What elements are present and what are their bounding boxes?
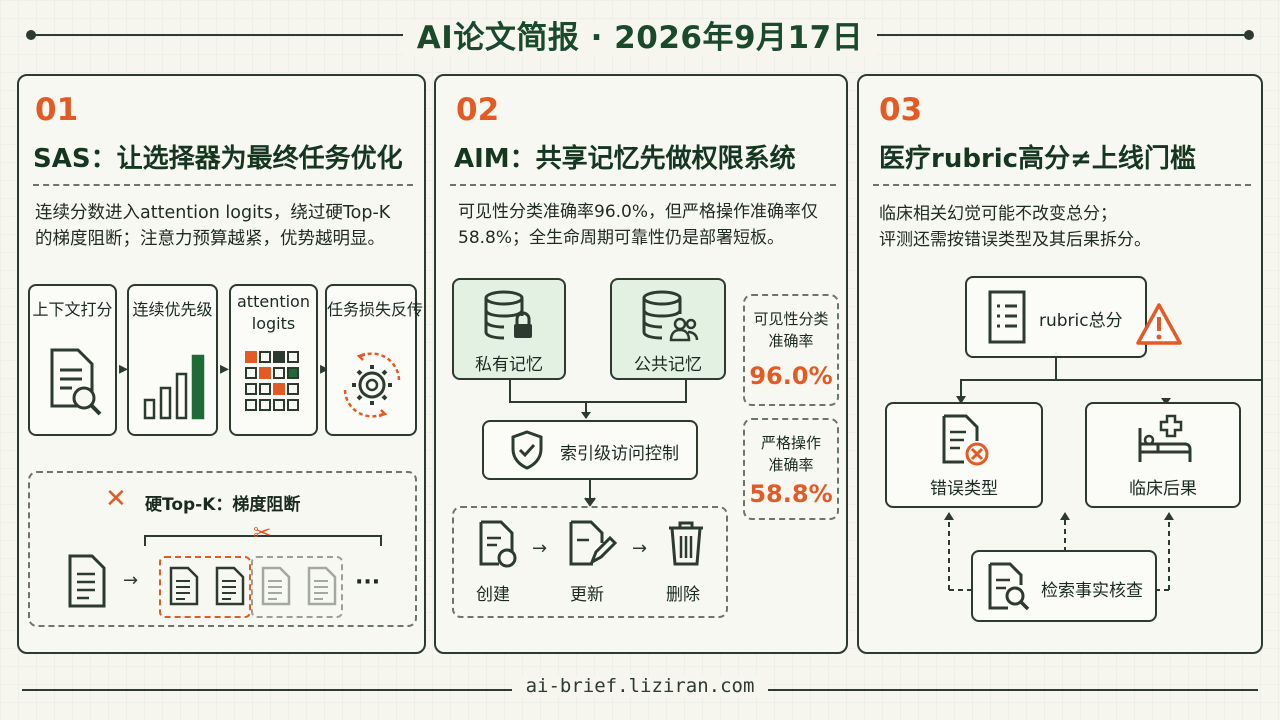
warning-icon xyxy=(1136,303,1182,345)
ellipsis: ··· xyxy=(355,570,381,595)
selected-doc-icon xyxy=(215,566,245,606)
selected-doc-icon xyxy=(169,566,199,606)
edit-doc-icon xyxy=(569,520,618,566)
step-task-loss-backprop: 任务损失反传 xyxy=(325,284,423,436)
rubric-total-box: rubric总分 xyxy=(965,276,1147,358)
svg-text:✂: ✂ xyxy=(253,521,271,546)
shield-check-icon xyxy=(511,430,543,470)
panel-title: AIM：共享记忆先做权限系统 xyxy=(454,144,796,174)
dropped-doc-icon xyxy=(307,566,337,606)
gear-cycle-icon xyxy=(343,352,401,418)
database-users-icon xyxy=(642,290,699,342)
public-memory-box: 公共记忆 xyxy=(610,278,726,380)
stat-strict-op-accuracy: 严格操作 准确率 58.8% xyxy=(743,418,839,520)
step-context-scoring: 上下文打分 xyxy=(28,284,117,436)
panel-number: 01 xyxy=(35,92,79,128)
hard-topk-label: 硬Top-K：梯度阻断 xyxy=(145,495,301,515)
lifecycle-box xyxy=(452,506,728,618)
index-access-control-box: 索引级访问控制 xyxy=(482,420,698,480)
private-memory-box: 私有记忆 xyxy=(452,278,566,380)
close-icon: ✕ xyxy=(105,484,127,514)
doc-search-icon xyxy=(988,562,1030,611)
document-icon xyxy=(68,554,106,608)
panel-number: 03 xyxy=(879,92,923,128)
fact-check-box: 检索事实核查 xyxy=(971,550,1157,622)
bracket-scissors: ✂ xyxy=(144,521,382,546)
page-title: AI论文简报 · 2026年9月17日 xyxy=(0,12,1280,57)
database-lock-icon xyxy=(484,290,532,340)
panel-medical-rubric: 03 医疗rubric高分≠上线门槛 临床相关幻觉可能不改变总分；评测还需按错误… xyxy=(857,74,1263,654)
clinical-outcome-box: 临床后果 xyxy=(1085,402,1241,508)
panel-title: SAS：让选择器为最终任务优化 xyxy=(33,144,403,174)
hard-topk-box xyxy=(28,471,417,627)
footer-url: ai-brief.liziran.com xyxy=(0,675,1280,697)
dropped-doc-icon xyxy=(261,566,291,606)
stat-visibility-accuracy: 可见性分类 准确率 96.0% xyxy=(743,294,839,406)
step-continuous-priority: 连续优先级 xyxy=(127,284,218,436)
grid-icon xyxy=(245,351,299,411)
doc-error-icon xyxy=(942,414,989,466)
step-attention-logits: attention logits xyxy=(229,284,318,436)
hospital-bed-icon xyxy=(1138,414,1192,462)
panel-description: 临床相关幻觉可能不改变总分；评测还需按错误类型及其后果拆分。 xyxy=(879,204,1151,250)
document-search-icon xyxy=(50,348,102,416)
panel-sas: 01 SAS：让选择器为最终任务优化 连续分数进入attention logit… xyxy=(17,74,426,654)
panel-title: 医疗rubric高分≠上线门槛 xyxy=(879,144,1196,174)
error-type-box: 错误类型 xyxy=(885,402,1043,508)
panel-number: 02 xyxy=(456,92,500,128)
list-doc-icon xyxy=(988,290,1026,344)
panel-aim: 02 AIM：共享记忆先做权限系统 可见性分类准确率96.0%，但严格操作准确率… xyxy=(434,74,848,654)
trash-icon xyxy=(669,521,703,566)
bar-chart-icon xyxy=(143,354,205,420)
create-doc-icon xyxy=(479,520,517,568)
